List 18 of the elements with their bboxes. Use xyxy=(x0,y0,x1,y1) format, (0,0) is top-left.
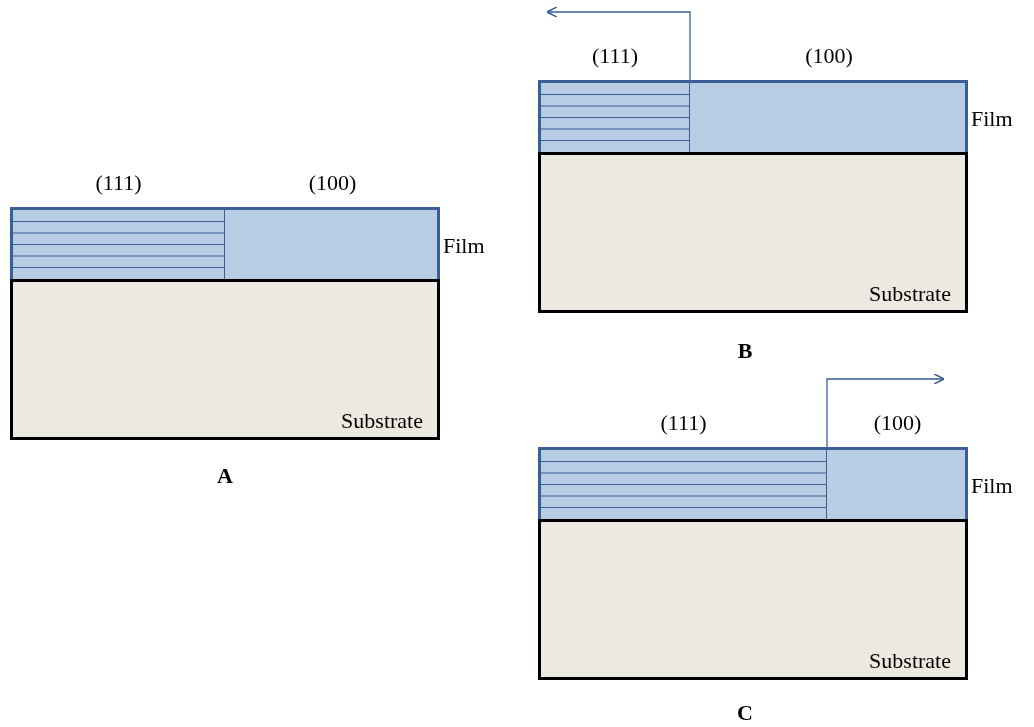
orientation-label: (111) xyxy=(94,172,143,194)
panel-label: B xyxy=(736,340,754,362)
panel-label: C xyxy=(736,702,754,724)
orientation-label: (100) xyxy=(308,172,357,194)
substrate-block xyxy=(538,519,968,680)
substrate-block xyxy=(538,152,968,313)
orientation-label: (111) xyxy=(591,45,639,67)
layer-label: Substrate xyxy=(341,410,423,432)
layer-label: Film xyxy=(971,475,1013,497)
layer-label: Film xyxy=(971,108,1013,130)
substrate-block xyxy=(10,279,440,440)
layer-label: Film xyxy=(443,235,485,257)
panel-label: A xyxy=(216,465,234,487)
orientation-label: (111) xyxy=(659,412,708,434)
layer-label: Substrate xyxy=(869,650,951,672)
orientation-label: (100) xyxy=(805,45,853,67)
orientation-label: (100) xyxy=(873,412,922,434)
layer-label: Substrate xyxy=(869,283,951,305)
